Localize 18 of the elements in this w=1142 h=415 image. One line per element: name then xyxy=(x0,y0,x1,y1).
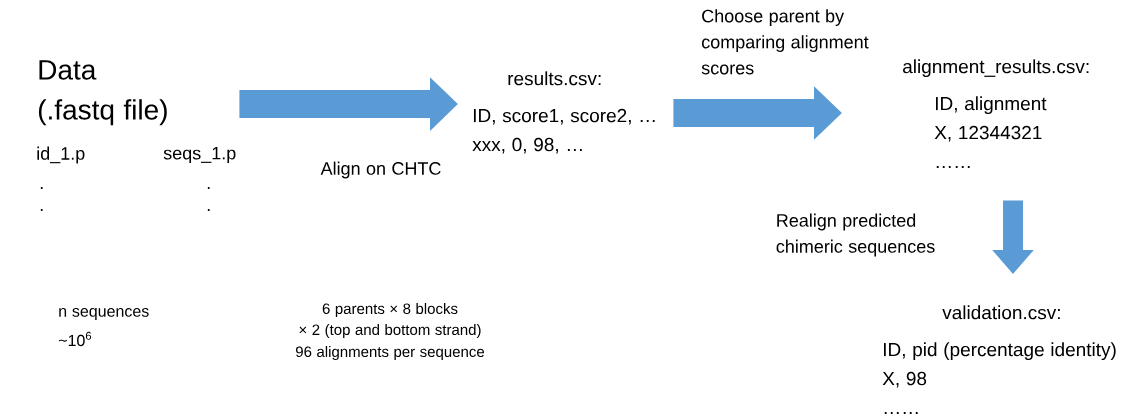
label-text: . xyxy=(207,209,210,211)
edge-label: Realign predicted chimeric sequences xyxy=(776,213,935,257)
edge-label: Align on CHTC xyxy=(320,161,441,179)
heading-text: Data (.fastq file) xyxy=(38,60,167,126)
edge-label: Choose parent by comparing alignment scores xyxy=(701,9,869,75)
label-text: ~10$^{6}$ xyxy=(58,331,92,347)
label-text: 6 parents × 8 blocks xyxy=(322,303,458,317)
file-content-text: alignment_results.csv: ID, alignment X, 12344321 …… xyxy=(903,59,1089,169)
label-text: × 2 (top and bottom strand) xyxy=(299,324,481,338)
label-text: . xyxy=(207,187,210,189)
label-text: . xyxy=(40,209,43,211)
label-text: 96 alignments per sequence xyxy=(296,346,485,360)
label-text: n sequences xyxy=(59,308,149,320)
file-content-text: validation.csv: ID, pid (percentage identity) X, 98 …… xyxy=(882,305,1116,415)
label-text: id_1.p xyxy=(37,146,85,164)
label-text: seqs_1.p xyxy=(163,146,236,164)
file-content-text: results.csv: ID, score1, score2, … xxx, 0, 98, … xyxy=(472,71,655,154)
label-text: . xyxy=(40,187,43,189)
